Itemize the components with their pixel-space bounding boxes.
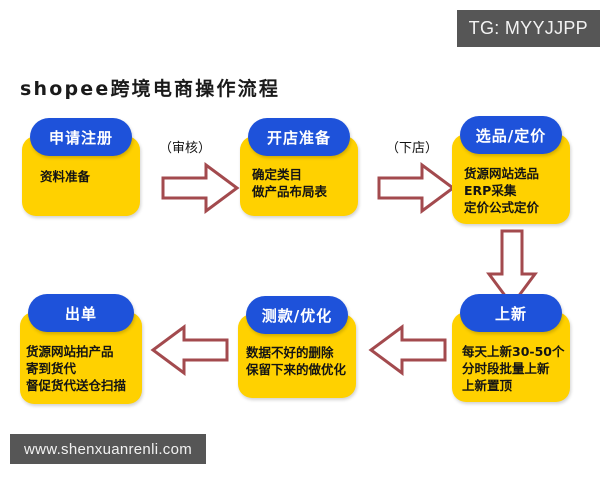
node-detail-lines: 资料准备 <box>40 169 91 184</box>
node-detail-lines: 确定类目 做产品布局表 <box>252 167 328 199</box>
node-detail-lines: 数据不好的删除 保留下来的做优化 <box>246 345 347 377</box>
website-watermark-badge: www.shenxuanrenli.com <box>10 434 207 464</box>
node-new-listing[interactable]: 上新 每天上新30-50个 分时段批量上新 上新置顶 <box>452 294 570 402</box>
node-header: 申请注册 <box>30 118 132 156</box>
connector-2-arrow-right <box>377 162 456 214</box>
connector-3-arrow-down <box>486 229 538 308</box>
node-detail-lines: 货源网站拍产品 寄到货代 督促货代送仓扫描 <box>26 344 127 393</box>
node-select-price[interactable]: 选品/定价 货源网站选品 ERP采集 定价公式定价 <box>452 116 570 224</box>
connector-1-label: （审核） <box>159 141 212 156</box>
node-header: 选品/定价 <box>460 116 562 154</box>
connector-5-arrow-left <box>150 324 229 376</box>
node-test-optimize[interactable]: 测款/优化 数据不好的删除 保留下来的做优化 <box>238 296 356 398</box>
node-header: 上新 <box>460 294 562 332</box>
telegram-watermark-badge: TG: MYYJJPP <box>456 10 600 47</box>
node-detail-lines: 货源网站选品 ERP采集 定价公式定价 <box>464 166 540 215</box>
node-apply-register[interactable]: 申请注册 资料准备 <box>22 118 140 216</box>
node-order-out[interactable]: 出单 货源网站拍产品 寄到货代 督促货代送仓扫描 <box>20 294 142 404</box>
node-store-prep[interactable]: 开店准备 确定类目 做产品布局表 <box>240 118 358 216</box>
node-detail-lines: 每天上新30-50个 分时段批量上新 上新置顶 <box>462 344 565 393</box>
connector-1-arrow-right <box>161 162 240 214</box>
connector-4-arrow-left <box>368 324 447 376</box>
node-header: 开店准备 <box>248 118 350 156</box>
node-header: 出单 <box>28 294 134 332</box>
connector-2-label: （下店） <box>386 141 439 156</box>
page-title: shopee跨境电商操作流程 <box>20 78 281 100</box>
node-header: 测款/优化 <box>246 296 348 334</box>
